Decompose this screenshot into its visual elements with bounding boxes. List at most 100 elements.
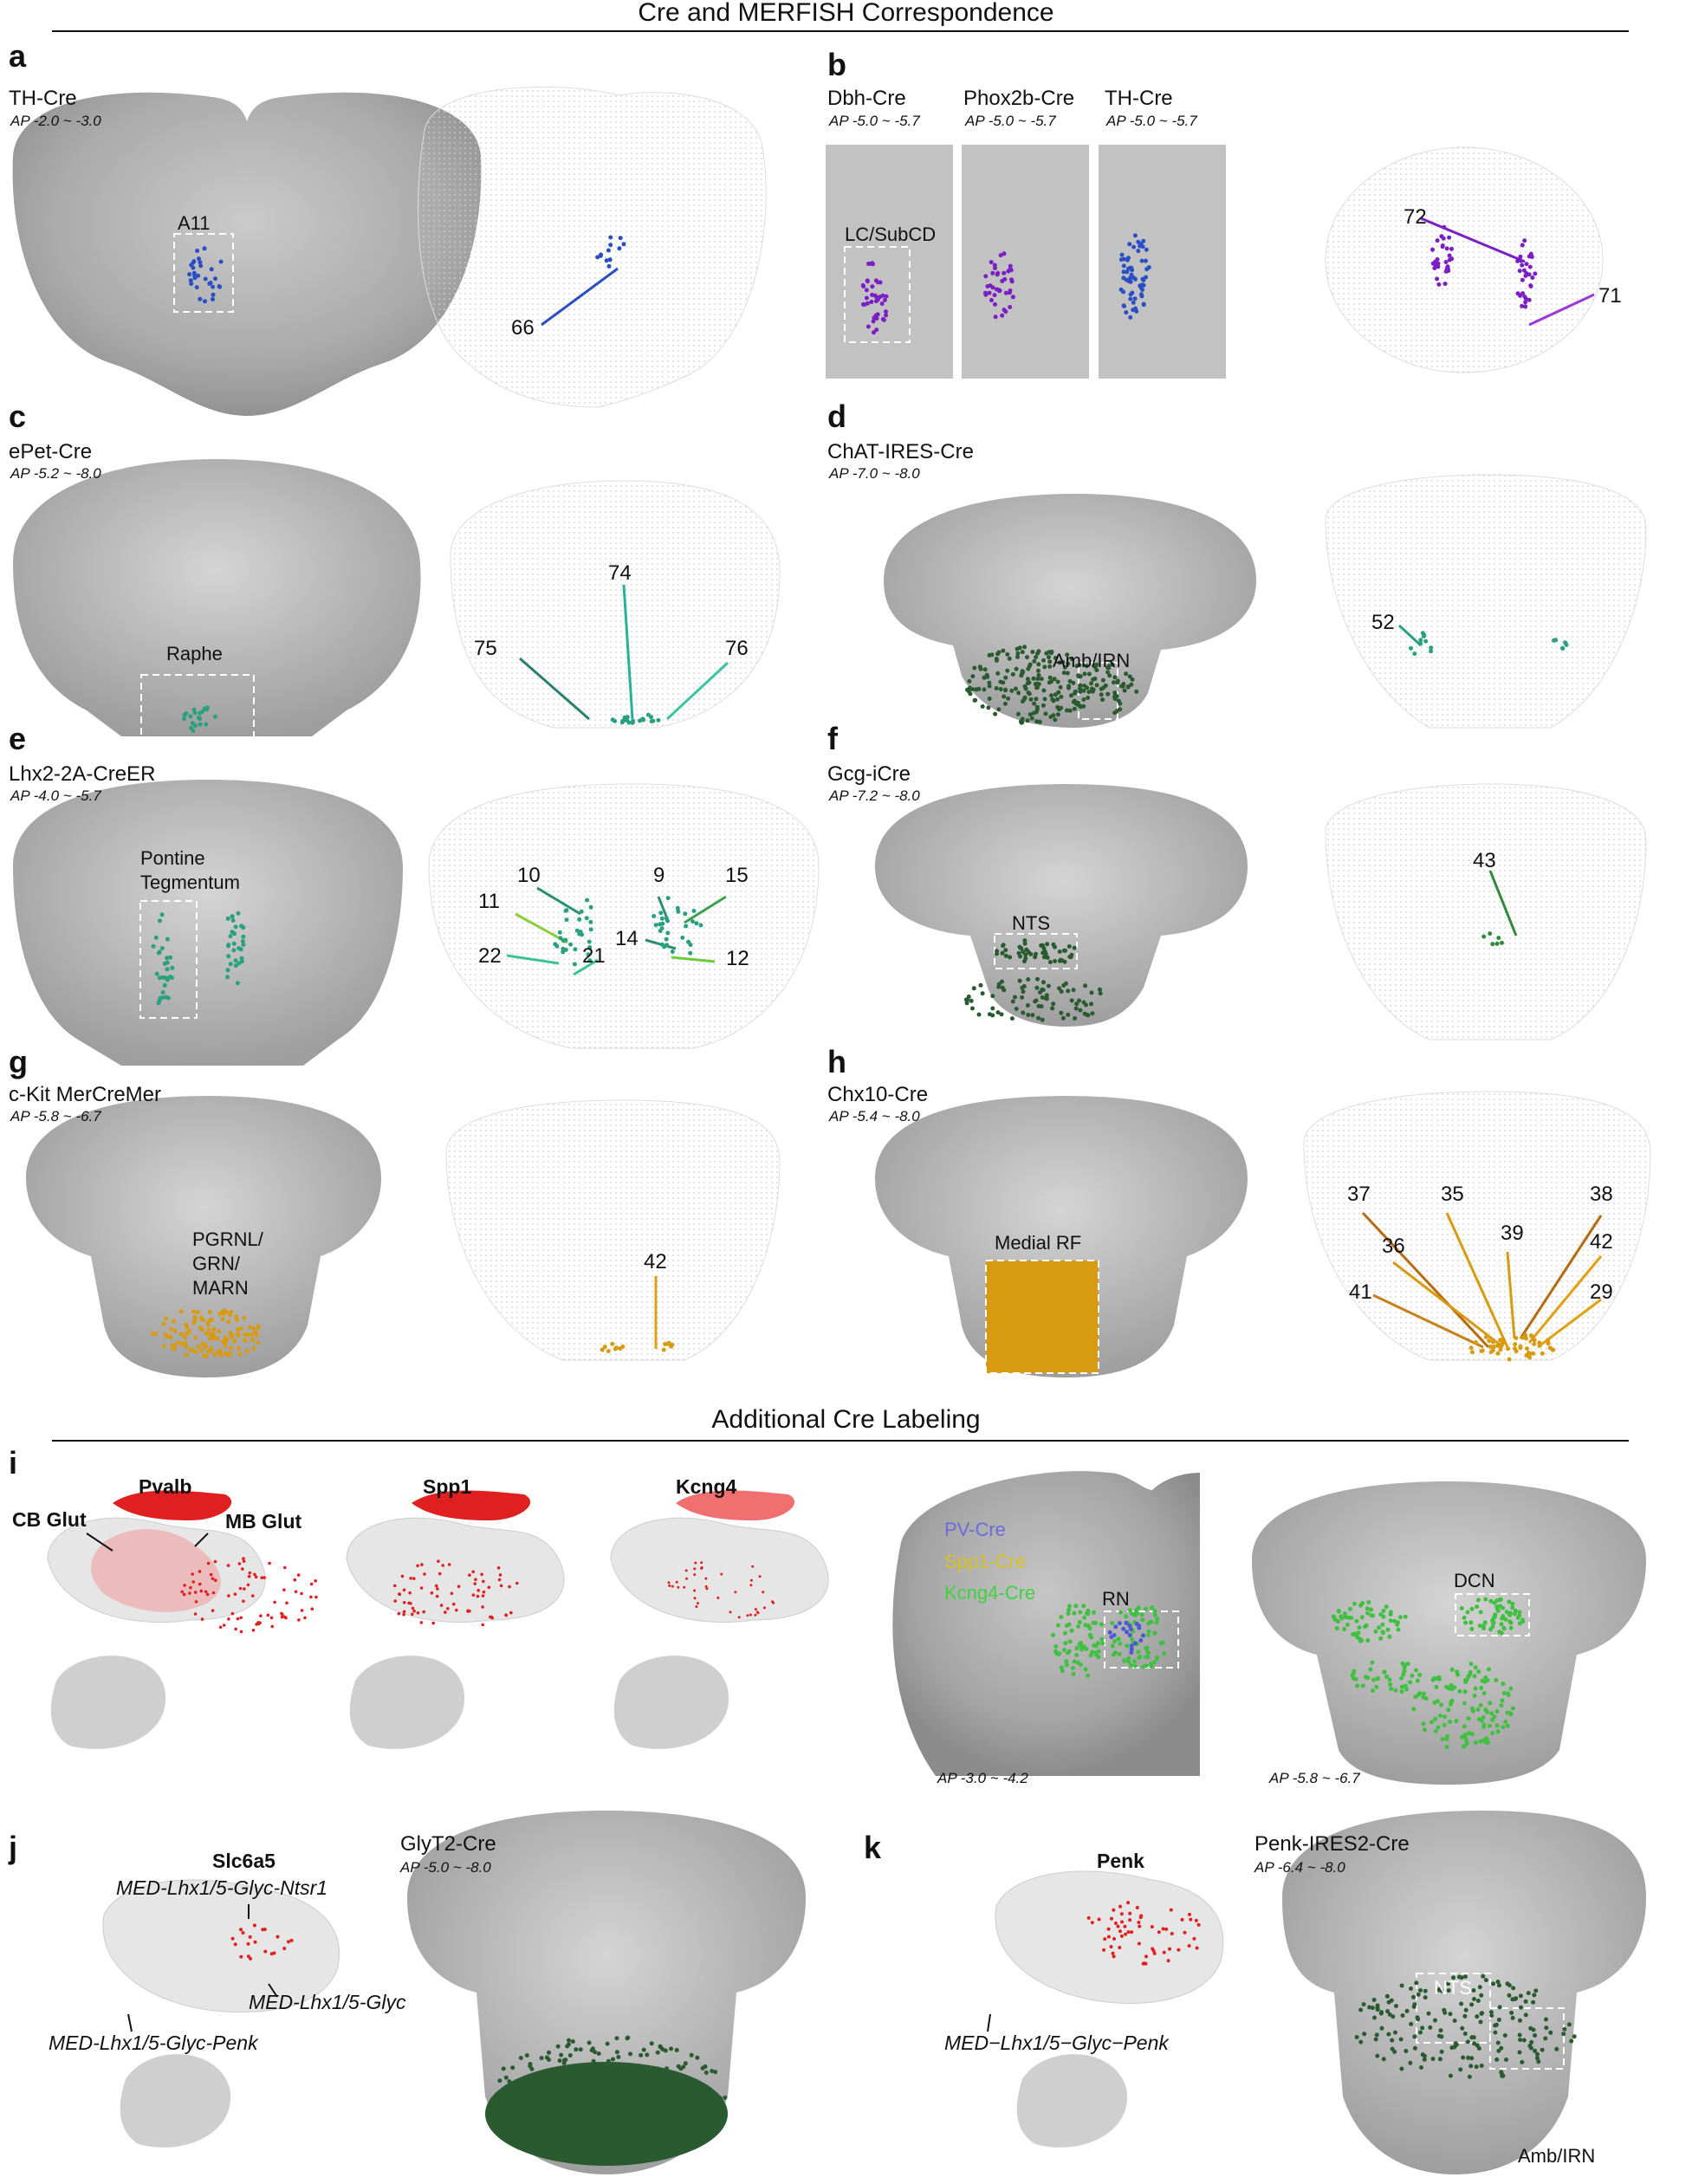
cell-dot [507, 2079, 512, 2084]
cell-dot [872, 315, 877, 321]
cell-dot [253, 1940, 257, 1944]
cell-dot [1463, 1974, 1468, 1980]
cell-dot [1075, 700, 1080, 705]
cell-dot [1041, 955, 1047, 960]
cell-dot [1374, 2032, 1379, 2038]
cell-dot [1466, 2055, 1471, 2060]
cell-dot [1091, 1620, 1096, 1625]
cell-dot [608, 2102, 613, 2107]
cell-dot [621, 2142, 626, 2148]
cell-dot [309, 1582, 314, 1586]
cell-dot [233, 1942, 237, 1947]
cell-dot [1527, 1355, 1533, 1360]
cell-dot [1196, 1922, 1201, 1927]
cell-dot [586, 952, 591, 957]
cell-dot [1072, 698, 1077, 703]
cell-dot [1540, 2047, 1545, 2052]
cell-dot [590, 2069, 595, 2074]
cell-dot [746, 1614, 749, 1617]
panel-a-merfish [418, 86, 767, 408]
cell-dot [989, 260, 994, 265]
cell-dot [641, 2138, 646, 2143]
cell-dot [228, 962, 233, 967]
cell-dot [1343, 1615, 1348, 1619]
cell-dot [649, 715, 653, 720]
cell-dot [1162, 1950, 1166, 1954]
cell-dot [539, 2056, 544, 2061]
cell-dot [1481, 1714, 1486, 1720]
cell-dot [1118, 1904, 1123, 1909]
cell-dot [1157, 1930, 1161, 1934]
cell-dot [998, 253, 1003, 258]
cell-dot [1081, 688, 1086, 693]
cell-dot [683, 1585, 686, 1589]
cell-dot [1409, 2021, 1414, 2026]
cell-dot [176, 1340, 181, 1345]
cell-dot [1003, 953, 1008, 958]
cell-dot [509, 2103, 515, 2108]
cell-dot [1001, 680, 1006, 685]
cell-dot [1094, 1652, 1099, 1657]
cell-dot [204, 1353, 209, 1358]
cell-dot [1061, 671, 1066, 676]
cell-dot [280, 1611, 283, 1616]
cell-dot [1065, 708, 1069, 713]
cell-dot [993, 314, 998, 320]
cell-dot [1449, 246, 1454, 251]
cell-dot [982, 687, 987, 692]
cell-dot [309, 1595, 313, 1599]
panel-c-letter: c [9, 399, 27, 434]
cell-dot [987, 680, 992, 685]
cell-dot [1524, 1336, 1528, 1341]
cell-dot [567, 2090, 573, 2095]
cell-dot [1130, 677, 1135, 682]
cell-dot [1469, 1350, 1475, 1355]
cell-dot [1138, 292, 1144, 297]
panel-f-merfish [1325, 783, 1647, 1040]
cell-dot [1501, 1725, 1506, 1730]
cell-dot [534, 2096, 539, 2101]
cell-dot [1152, 1630, 1157, 1636]
cell-dot [680, 935, 685, 940]
cell-dot [237, 946, 242, 951]
cell-dot [1041, 980, 1046, 985]
cell-dot [1531, 2027, 1536, 2032]
cell-dot [180, 1590, 184, 1594]
cell-dot [1060, 1669, 1065, 1674]
panel-g-region-line1: PGRNL/ [192, 1228, 263, 1250]
cell-dot [565, 2108, 570, 2113]
cell-dot [1354, 1618, 1359, 1623]
cell-dot [239, 924, 244, 929]
cell-dot [1513, 1342, 1518, 1347]
cell-dot [1500, 940, 1504, 945]
cell-dot [695, 1605, 698, 1608]
cell-dot [1404, 1687, 1409, 1692]
cell-dot [1392, 2049, 1397, 2054]
cell-dot [674, 2048, 679, 2052]
cell-dot [289, 1938, 294, 1942]
cell-dot [1043, 951, 1048, 956]
cell-dot [626, 2089, 632, 2094]
cell-dot [1403, 1683, 1408, 1688]
cell-dot [622, 715, 627, 720]
cell-dot [1040, 703, 1046, 708]
panel-g-merfish [445, 1099, 781, 1361]
cell-dot [172, 1328, 178, 1333]
cell-dot [564, 917, 569, 923]
cell-dot [1053, 692, 1058, 697]
cell-dot [864, 295, 869, 301]
cell-dot [236, 1333, 241, 1338]
cell-dot [1010, 295, 1015, 300]
cell-dot [1132, 1659, 1137, 1664]
cell-dot [866, 262, 871, 266]
cell-dot [476, 1589, 480, 1592]
cell-dot [1096, 1649, 1101, 1654]
cell-dot [1074, 1001, 1079, 1007]
cell-dot [1086, 1673, 1091, 1678]
cell-dot [438, 1572, 442, 1576]
cell-dot [165, 967, 170, 972]
cell-dot [1362, 2032, 1367, 2037]
cell-dot [675, 1580, 678, 1584]
cell-dot [869, 300, 874, 304]
cell-dot [1480, 1719, 1484, 1724]
